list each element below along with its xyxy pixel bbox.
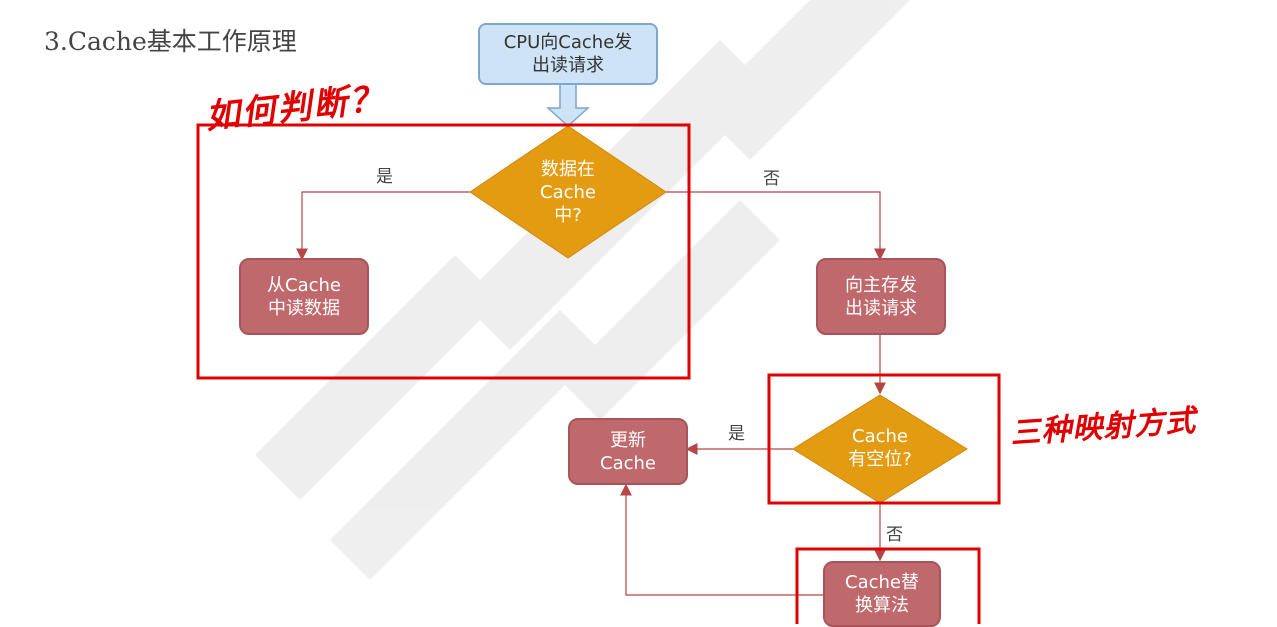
label-hit-yes: 是 (376, 167, 393, 187)
edge-replace-update (620, 483, 823, 596)
highlight-box-space (767, 373, 1001, 505)
edge-hit-yes (296, 191, 470, 261)
replace-node: Cache替 换算法 (823, 561, 941, 627)
label-space-no: 否 (886, 525, 903, 545)
start-arrow (546, 83, 590, 128)
highlight-box-replace (795, 547, 981, 624)
page-title: 3.Cache基本工作原理 (44, 27, 297, 56)
diamond-check-hit (469, 125, 667, 259)
read-memory-node: 向主存发 出读请求 (816, 258, 946, 335)
start-node: CPU向Cache发 出读请求 (478, 23, 658, 85)
check-hit-label: 数据在 Cache 中? (540, 158, 596, 226)
label-space-yes: 是 (728, 424, 745, 444)
read-cache-node: 从Cache 中读数据 (239, 258, 369, 335)
label-hit-no: 否 (763, 169, 780, 189)
edge-hit-no (666, 191, 886, 261)
highlight-box-hit (196, 123, 691, 380)
update-cache-node: 更新 Cache (568, 418, 688, 485)
check-space-label: Cache 有空位? (848, 426, 912, 470)
